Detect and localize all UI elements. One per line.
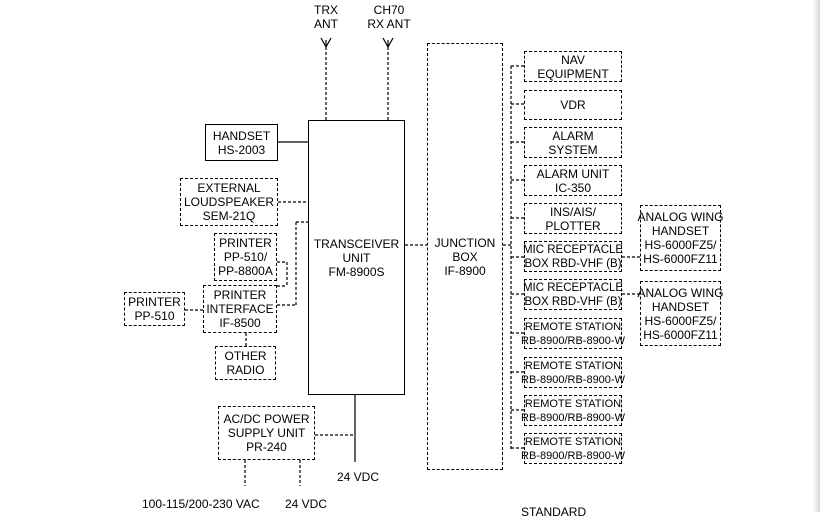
trx-antenna-symbol [320, 37, 332, 120]
ac-input-label: 100-115/200-230 VAC [142, 497, 260, 511]
vdr-box: VDR [524, 90, 622, 120]
dc-24v-main-label: 24 VDC [337, 470, 380, 484]
trx-antenna-label: TRX ANT [314, 3, 338, 31]
ins-ais-plotter-box: INS/AIS/PLOTTER [524, 203, 622, 234]
dc-24v-input-label: 24 VDC [285, 497, 328, 511]
page-edge-shadow [812, 0, 820, 512]
ch70-antenna-symbol [382, 37, 394, 120]
ch70-rx-antenna-label: CH70 RX ANT [367, 3, 411, 31]
standard-legend-partial: STANDARD [521, 505, 587, 519]
